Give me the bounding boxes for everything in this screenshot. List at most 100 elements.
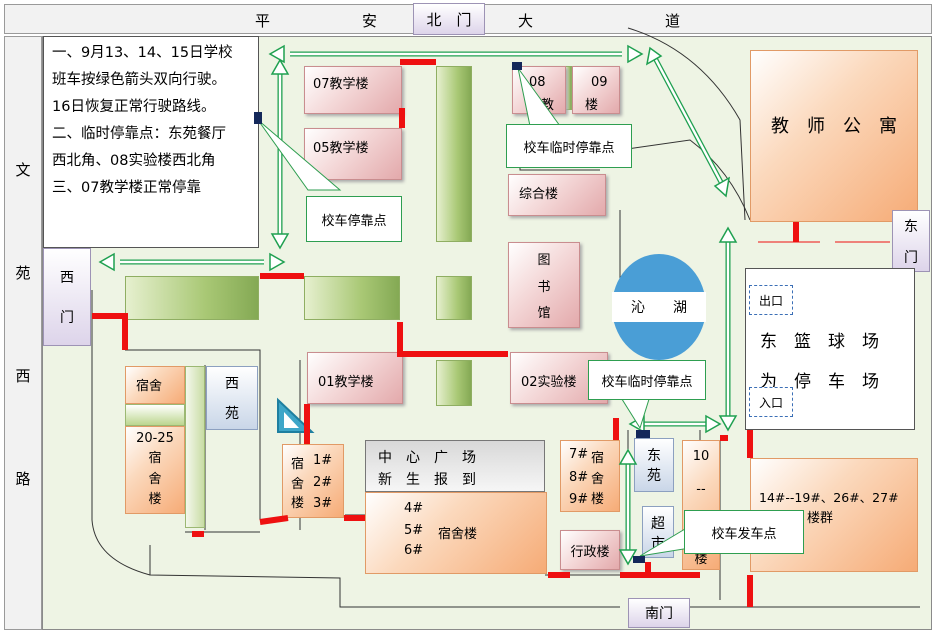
callout-bus-stop: 校车停靠点 [306,196,402,242]
building-05-teaching[interactable]: 05教学楼 [304,128,402,180]
dorm-1-3-char-2: 舍 [291,476,305,492]
dorm-1-3-left: 宿 舍 楼 [291,453,304,511]
south-gate[interactable]: 南门 [628,598,690,628]
building-07-teaching[interactable]: 07教学楼 [304,66,402,114]
plaza-line-2: 新 生 报 到 [378,472,476,488]
notice-line-6: 三、07教学楼正常停靠 [52,180,201,196]
dorm-4-num: 4# [404,501,424,516]
court-exit-label: 出口 [758,293,783,308]
dorm-group-line-1: 14#--19#、26#、27# [759,490,899,505]
building-05-label: 05教学楼 [313,141,369,156]
library-char-2: 书 [537,279,551,295]
callout-temp-stop-north-label: 校车临时停靠点 [523,140,615,156]
dorm-7-9-char-3: 楼 [591,492,605,507]
building-teacher-apartments[interactable]: 教 师 公 寓 [750,50,918,222]
dorm-2-num: 2# [313,474,333,490]
building-dorm-4-6[interactable]: 4# 5# 6# 宿舍楼 [365,492,547,574]
building-dongyuan[interactable]: 东 苑 [634,438,674,492]
xiyuan-char-1: 西 [225,376,239,392]
dorm-3-num: 3# [313,496,333,511]
callout-temp-stop-south: 校车临时停靠点 [588,360,706,400]
north-road-char-2: 安 [362,12,378,30]
north-gate[interactable]: 北 门 [413,3,485,35]
east-basketball-court[interactable]: 出口 东 篮 球 场 为 停 车 场 入口 [745,268,915,430]
dongyuan-char-1: 东 [647,448,661,464]
callout-bus-stop-label: 校车停靠点 [321,213,387,229]
dorm-7-num: 7# [569,447,589,462]
xiyuan-char-2: 苑 [225,406,239,422]
dorm-1-3-right: 1# 2# 3# [313,453,332,511]
building-dorm-1-3[interactable]: 宿 舍 楼 1# 2# 3# [282,444,344,518]
west-road-char-2: 苑 [15,264,31,282]
building-dorm-20-25[interactable]: 20-25 宿 舍 楼 [125,426,185,514]
green-building-mid [304,276,400,320]
west-road-char-3: 西 [15,367,31,385]
dorm-green-col [185,366,205,528]
green-building-west [125,276,259,320]
callout-temp-stop-north: 校车临时停靠点 [506,124,632,168]
building-09-teaching[interactable]: 09 楼 [572,66,620,114]
building-09-text: 楼 [585,98,599,113]
notice-line-3: 16日恢复正常行驶路线。 [52,99,216,115]
east-gate[interactable]: 东 门 [892,210,930,272]
dongyuan-char-2: 苑 [647,468,661,484]
admin-label: 行政楼 [570,544,610,560]
west-gate[interactable]: 西 门 [43,248,91,346]
dorm-green-strip [125,404,185,426]
stop-marker-north[interactable] [512,62,522,70]
court-entry[interactable]: 入口 [749,387,793,417]
building-01-teaching[interactable]: 01教学楼 [307,352,403,404]
north-road-char-6: 道 [665,12,681,30]
west-gate-char-2: 门 [60,310,74,326]
building-library[interactable]: 图 书 馆 [508,242,580,328]
stop-marker-departure[interactable] [633,556,645,563]
north-road-char-5: 大 [518,12,534,30]
dorm-label: 宿舍 [136,379,163,394]
dorm-7-9-nums: 7# 8# 9# [569,447,588,507]
dorm-6-num: 6# [404,543,424,558]
library-char-1: 图 [537,253,551,268]
green-building-strip-3 [436,360,472,406]
stop-marker-south[interactable] [636,430,650,438]
stop-marker-bus-stop[interactable] [254,112,262,124]
dorm-20-25-char-1: 宿 [148,451,162,467]
dorm-1-num: 1# [313,453,333,468]
central-plaza[interactable]: 中 心 广 场 新 生 报 到 [365,440,545,492]
dorm-10-14-part-2: -- [696,482,706,497]
court-exit[interactable]: 出口 [749,285,793,315]
library-char-3: 馆 [537,306,551,321]
green-building-strip-1 [436,66,472,242]
dorm-7-9-char-1: 宿 [591,451,605,466]
dorm-group-line-2: 楼群 [807,511,834,526]
notice-line-2: 班车按绿色箭头双向行驶。 [52,72,226,88]
plaza-line-1: 中 心 广 场 [378,450,476,466]
notice-panel: 一、9月13、14、15日学校 班车按绿色箭头双向行驶。 16日恢复正常行驶路线… [43,36,259,248]
west-road-char-4: 路 [15,470,31,488]
south-gate-label: 南门 [645,606,673,622]
dorm-1-3-char-1: 宿 [291,457,305,472]
building-xiyuan[interactable]: 西 苑 [206,366,258,430]
dorm-7-9-char-2: 舍 [591,471,605,487]
dorm-9-num: 9# [569,492,589,507]
west-road: 文 苑 西 路 [4,36,42,630]
west-gate-char-1: 西 [60,270,74,286]
building-dorm[interactable]: 宿舍 [125,366,185,404]
green-building-strip-2 [436,276,472,320]
notice-line-4: 二、临时停靠点：东苑餐厅 [52,126,226,142]
building-08-num: 08 [529,75,546,90]
building-admin[interactable]: 行政楼 [560,530,620,570]
east-gate-char-2: 门 [904,250,918,266]
building-dorm-7-9[interactable]: 7# 8# 9# 宿 舍 楼 [560,440,620,512]
court-line-1: 东 篮 球 场 [760,332,879,352]
notice-line-1: 一、9月13、14、15日学校 [52,45,233,61]
callout-departure: 校车发车点 [684,510,804,554]
west-road-char-1: 文 [15,161,31,179]
dorm-20-25-char-3: 楼 [148,491,162,507]
building-zonghe[interactable]: 综合楼 [508,174,606,216]
dorm-8-num: 8# [569,469,589,485]
notice-line-5: 西北角、08实验楼西北角 [52,153,216,169]
east-gate-char-1: 东 [904,219,918,235]
